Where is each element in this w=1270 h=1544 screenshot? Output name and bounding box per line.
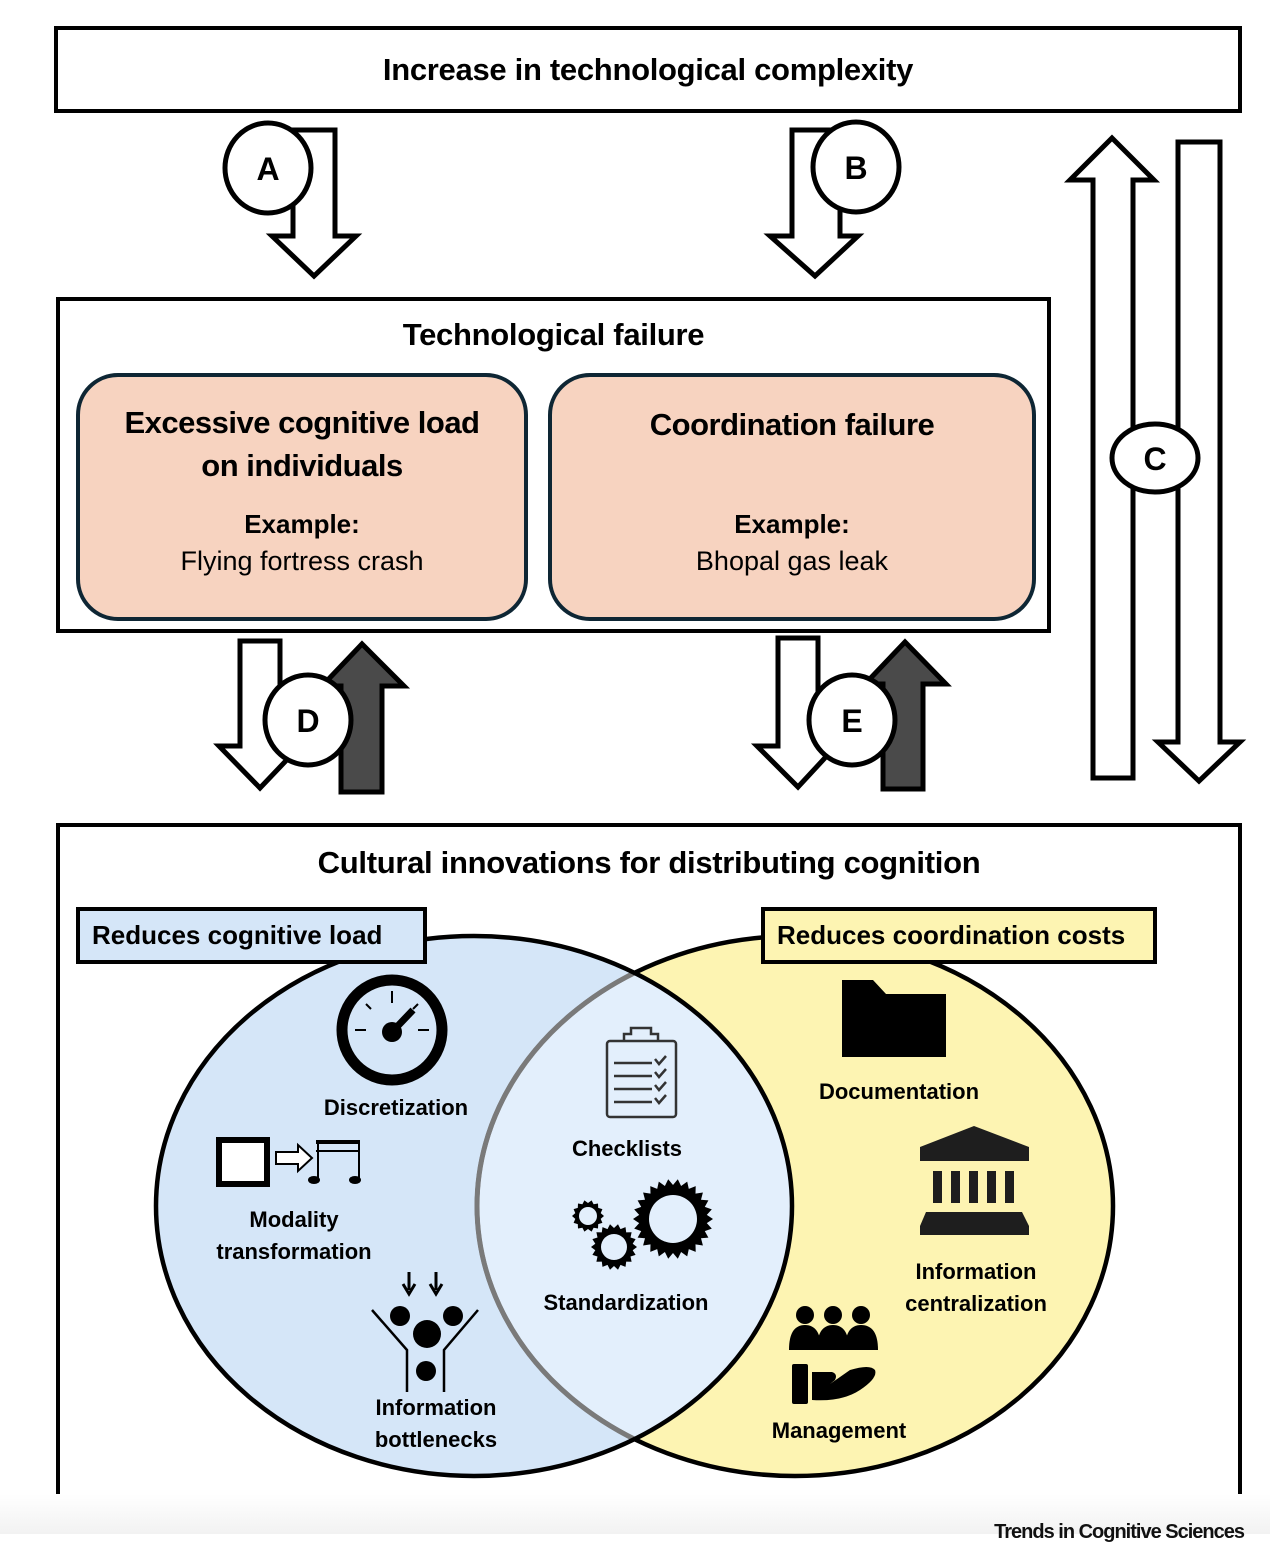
coordination-failure-card: Coordination failure Example: Bhopal gas… (548, 373, 1036, 621)
example-label: Example: (244, 509, 360, 539)
example-value: Bhopal gas leak (695, 546, 889, 576)
card-heading-line2: on individuals (201, 448, 403, 483)
failure-title: Technological failure (402, 317, 705, 352)
standardization-label: Standardization (543, 1290, 709, 1315)
example-label: Example: (734, 509, 850, 539)
modality-transform-icon (216, 1137, 361, 1187)
information-bottlenecks-label: Information bottlenecks (336, 1392, 536, 1456)
bottom-fade (0, 1494, 1270, 1534)
management-label: Management (771, 1418, 907, 1443)
label-line2: transformation (216, 1239, 372, 1264)
card-heading-line1: Coordination failure (649, 407, 935, 442)
journal-source: Trends in Cognitive Sciences (994, 1521, 1245, 1543)
label-line1: Information (915, 1259, 1037, 1284)
institution-icon (920, 1126, 1029, 1235)
label-line1: Modality (249, 1207, 339, 1232)
label-line2: bottlenecks (374, 1427, 498, 1452)
checklists-label: Checklists (571, 1136, 683, 1161)
reduces-cognitive-load-tag: Reduces cognitive load (76, 907, 427, 964)
documentation-label: Documentation (818, 1079, 980, 1104)
gear-hole (649, 1195, 697, 1243)
cognitive-load-card: Excessive cognitive load on individuals … (76, 373, 528, 621)
label-line2: centralization (905, 1291, 1047, 1316)
failure-box: Technological failure Excessive cognitiv… (56, 297, 1051, 633)
reduces-coordination-costs-tag: Reduces coordination costs (761, 907, 1157, 964)
complexity-title: Increase in technological complexity (382, 52, 914, 87)
gear-hole (601, 1234, 627, 1260)
gauge-icon (336, 974, 448, 1086)
discretization-label: Discretization (323, 1095, 469, 1120)
people-hand-icon (789, 1306, 878, 1404)
complexity-box: Increase in technological complexity (54, 26, 1242, 113)
label-line1: Information (375, 1395, 497, 1420)
gears-icon (572, 1179, 713, 1270)
clipboard-checklist-icon (605, 1026, 678, 1119)
modality-transformation-label: Modality transformation (194, 1204, 394, 1268)
gear-hole (579, 1207, 597, 1225)
funnel-bottleneck-icon (371, 1272, 479, 1392)
culture-title: Cultural innovations for distributing co… (317, 845, 981, 880)
example-value: Flying fortress crash (180, 546, 424, 576)
information-centralization-label: Information centralization (876, 1256, 1076, 1320)
overlap-region (477, 936, 792, 1476)
folder-icon (842, 980, 946, 1057)
card-heading-line1: Excessive cognitive load (124, 405, 480, 440)
